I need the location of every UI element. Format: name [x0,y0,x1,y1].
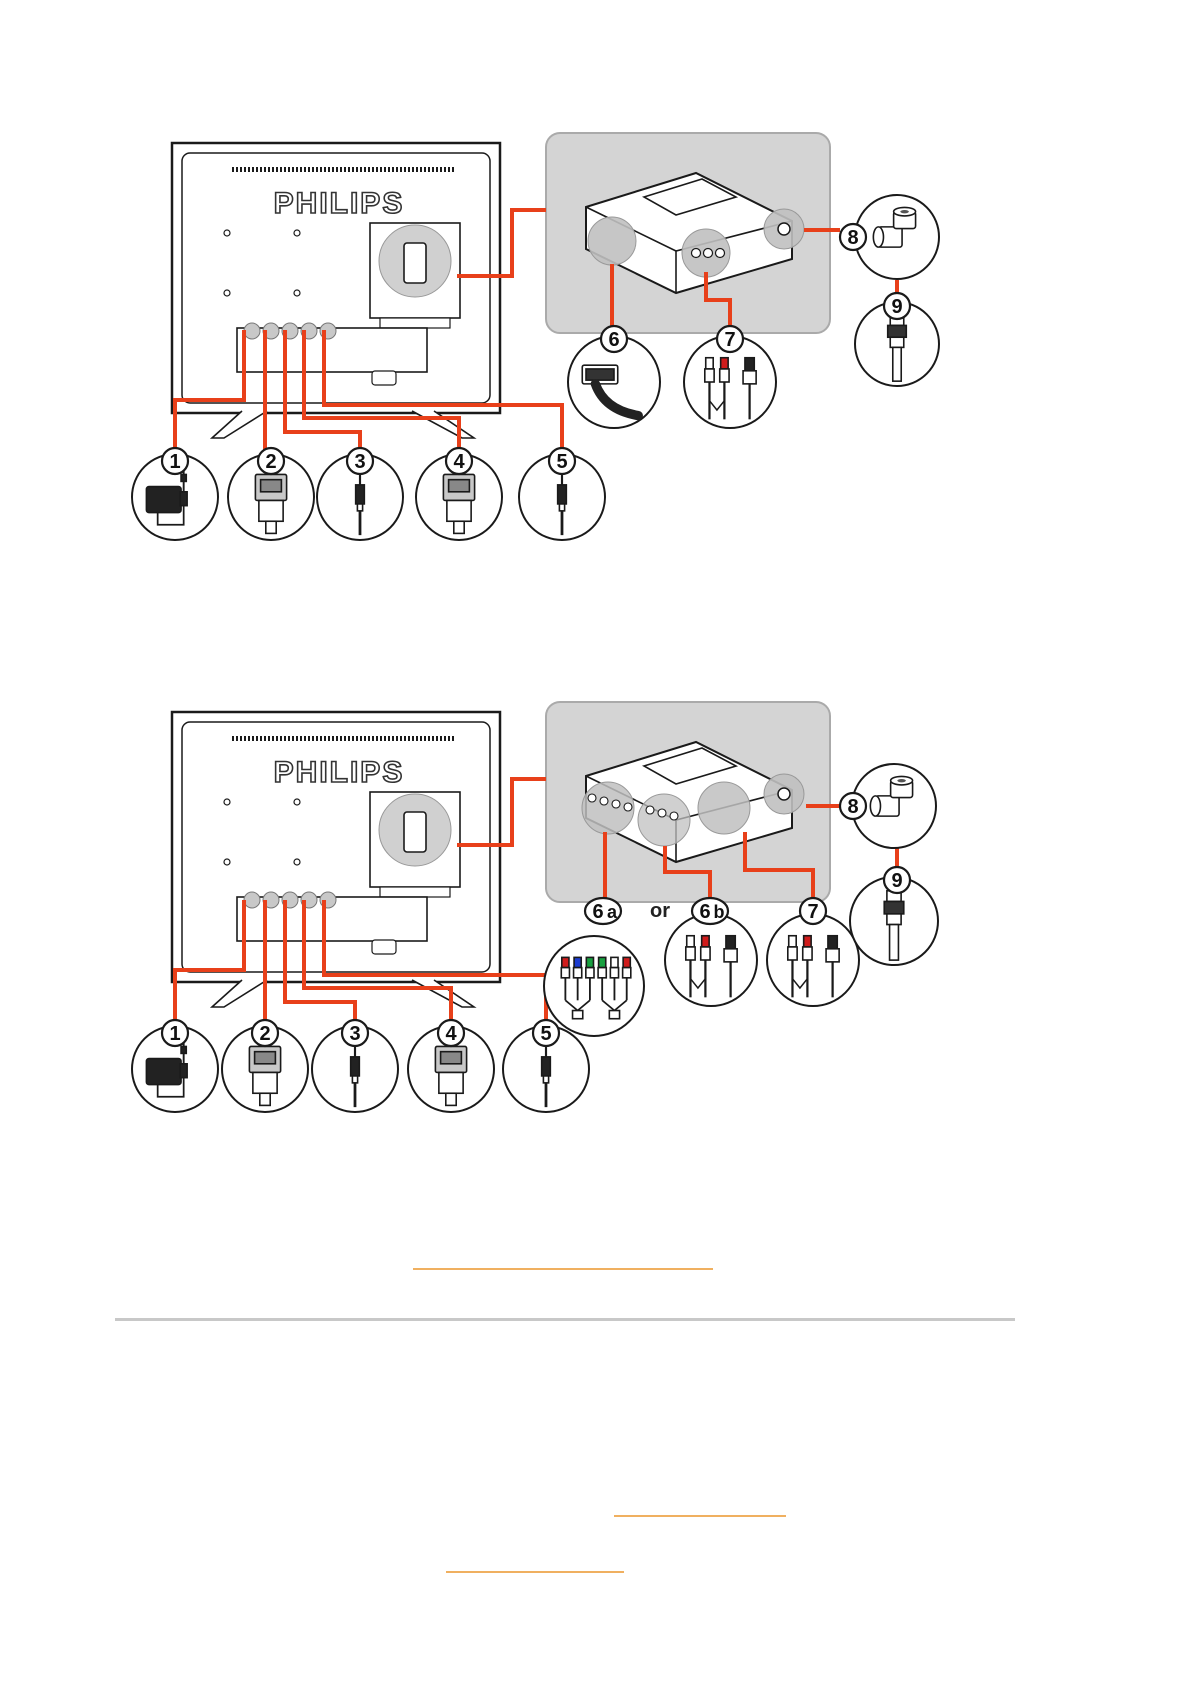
screw-hole [224,799,230,805]
link-underline-2[interactable] [614,1515,786,1517]
callout-number: 1 [169,1023,180,1045]
horizontal-divider [115,1318,1015,1321]
callout-number: 4 [445,1023,457,1045]
av-highlight [638,794,690,846]
screw-hole [294,230,300,236]
callout-suffix: a [607,902,618,922]
monitor-back: PHILIPS [172,712,500,1007]
callout-number: 8 [847,796,858,818]
link-underline-3[interactable] [446,1571,624,1573]
or-label: or [650,900,670,922]
port-highlight [244,892,260,908]
callout-number: 3 [349,1023,360,1045]
connector-circle [544,936,644,1036]
port-highlight [244,323,260,339]
callout-number: 5 [540,1023,551,1045]
brand-logo: PHILIPS [274,756,405,789]
callout-suffix: b [714,902,725,922]
scart-highlight [588,217,636,265]
callout-number: 9 [891,870,902,892]
tuner-module [546,133,830,333]
callout-number: 6 [592,901,603,923]
stand-left [212,980,267,1007]
callout-number: 8 [847,227,858,249]
callout-number: 2 [259,1023,270,1045]
callout-number: 7 [724,329,735,351]
screw-hole [294,859,300,865]
callout-number: 6 [608,329,619,351]
callout-number: 6 [699,901,710,923]
callout-number: 4 [453,451,465,473]
callout-number: 2 [265,451,276,473]
callout-number: 9 [891,296,902,318]
vent-grille [230,736,454,741]
callout-number: 1 [169,451,180,473]
link-underline-1[interactable] [413,1268,713,1270]
stand-left [212,411,267,438]
stand-right [412,411,474,438]
screw-hole [224,290,230,296]
callout-number: 3 [354,451,365,473]
connector-circle [767,914,859,1006]
screw-hole [294,799,300,805]
svideo-highlight [698,782,750,834]
screw-hole [294,290,300,296]
diagram-1: PHILIPS 1 2 3 4 5 6 7 8 9 [132,133,939,540]
screw-hole [224,230,230,236]
brand-logo: PHILIPS [274,187,405,220]
connector-circle [665,914,757,1006]
screw-hole [224,859,230,865]
vent-grille [230,167,454,172]
callout-number: 5 [556,451,567,473]
monitor-back: PHILIPS [172,143,500,438]
stand-right [412,980,474,1007]
callout-number: 7 [807,901,818,923]
